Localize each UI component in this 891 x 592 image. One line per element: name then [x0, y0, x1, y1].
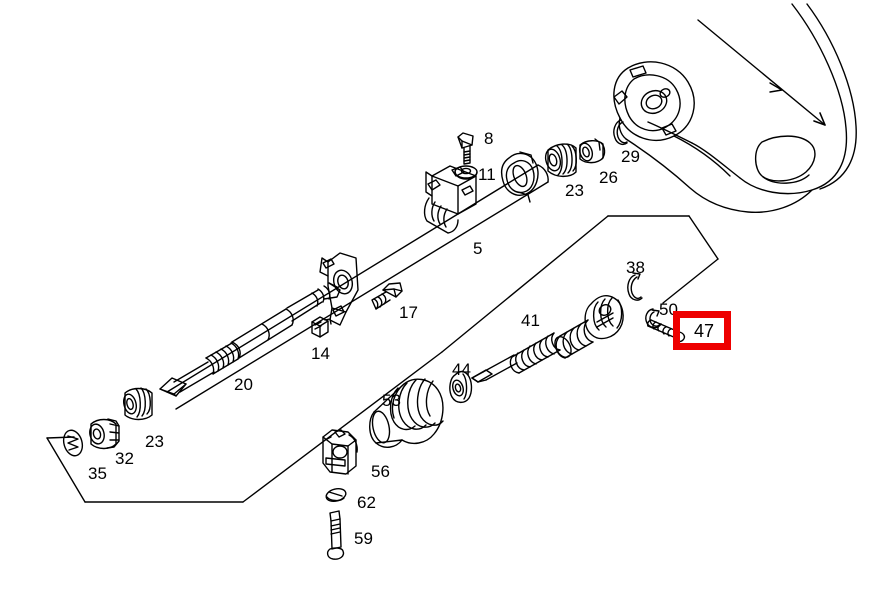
part-label-11: 11 [478, 165, 496, 184]
part-label-38: 38 [626, 258, 645, 277]
reference-arrow [697, 19, 826, 126]
highlight-box-part-47 [673, 311, 731, 350]
steering-wheel-outline [647, 3, 857, 195]
assembly-group-outline [46, 215, 719, 503]
part-label-23-bottom: 23 [145, 432, 164, 451]
part-44-bearing-ring [449, 370, 473, 404]
part-label-23-top: 23 [565, 181, 584, 200]
part-label-41: 41 [521, 311, 540, 330]
part-14-clip [311, 316, 332, 338]
part-label-20: 20 [234, 375, 253, 394]
part-20-steering-shaft [159, 282, 341, 397]
part-23-top-bearing [544, 143, 577, 178]
part-label-29: 29 [621, 147, 640, 166]
steering-wheel-hub [613, 61, 813, 213]
part-label-62: 62 [357, 493, 376, 512]
part-17-bolt [371, 282, 403, 310]
part-26-bush [578, 138, 606, 164]
part-label-44: 44 [452, 360, 471, 379]
part-53-bellows-boot [369, 378, 444, 448]
part-label-53: 53 [382, 391, 401, 410]
part-label-5: 5 [473, 239, 483, 258]
part-35-lock-washer [62, 429, 84, 457]
part-62-washer [325, 487, 347, 503]
part-38-retaining-ring [627, 272, 643, 301]
part-29-retaining-ring [613, 119, 628, 146]
part-label-35: 35 [88, 464, 107, 483]
part-label-8: 8 [484, 129, 494, 148]
part-label-17: 17 [399, 303, 418, 322]
part-label-26: 26 [599, 168, 618, 187]
part-label-59: 59 [354, 529, 373, 548]
part-8-bolt [457, 132, 474, 165]
part-label-32: 32 [115, 449, 134, 468]
part-56-rubber-mount [322, 429, 358, 475]
part-41-spring-assembly [471, 295, 624, 383]
column-mount-bracket [319, 252, 359, 326]
part-59-long-bolt [326, 510, 345, 560]
part-11-washer [454, 165, 478, 180]
column-clamp-bracket [423, 165, 477, 234]
part-32-bearing-cap [89, 418, 120, 450]
part-23-bottom-bearing [122, 387, 153, 421]
part-label-14: 14 [311, 344, 330, 363]
part-label-56: 56 [371, 462, 390, 481]
part-50-spring-washer [645, 308, 662, 329]
part-label-47: 47 [694, 321, 715, 341]
